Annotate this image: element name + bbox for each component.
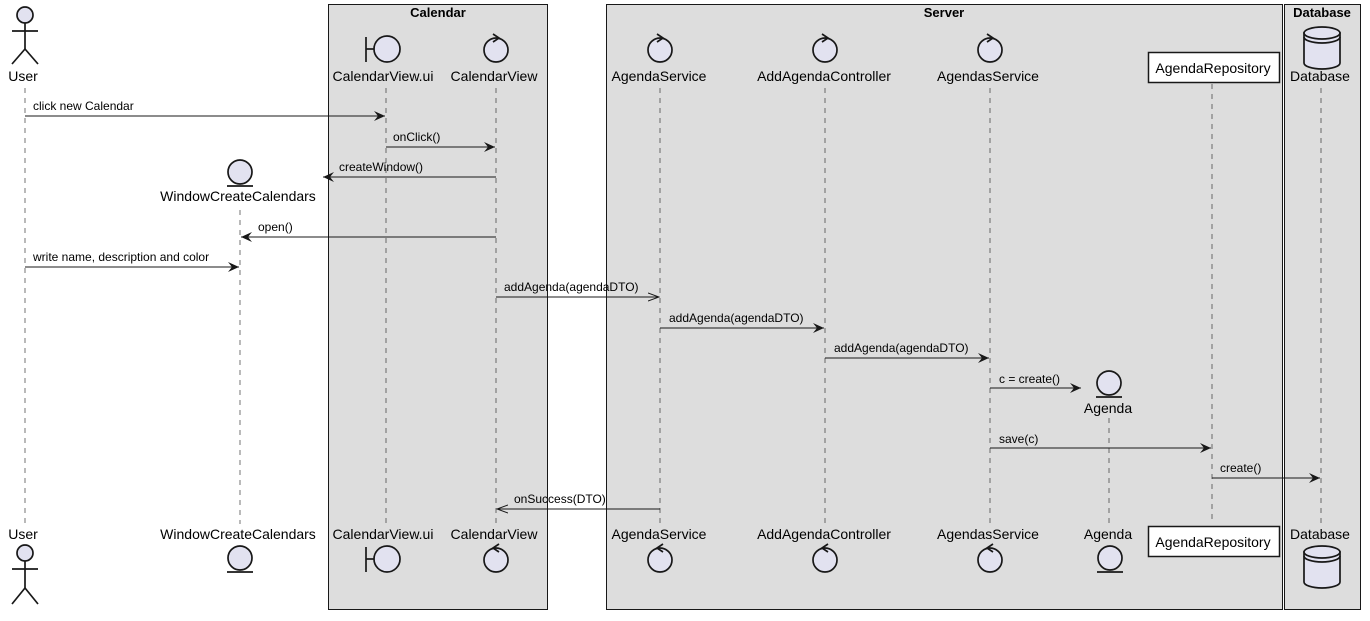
calendar-box: Calendar (328, 4, 548, 610)
control-icon (647, 33, 673, 63)
message-add-agenda-async: addAgenda(agendaDTO) (496, 280, 659, 297)
message-open: open() (241, 220, 496, 242)
message-on-click: onClick() (386, 130, 495, 152)
svg-text:save(c): save(c) (999, 432, 1038, 446)
window-create-calendars-label: WindowCreateCalendars (160, 188, 316, 204)
control-icon (977, 543, 1003, 573)
server-box-title: Server (924, 5, 964, 20)
agenda-label-bottom: Agenda (1084, 526, 1132, 542)
window-create-calendars-label-bottom: WindowCreateCalendars (160, 526, 316, 542)
control-icon (483, 33, 509, 63)
calendar-view-ui-label-bottom: CalendarView.ui (333, 526, 434, 542)
message-save: save(c) (990, 432, 1211, 453)
message-write-details: write name, description and color (25, 250, 239, 272)
agendas-service-label: AgendasService (937, 68, 1039, 84)
svg-text:addAgenda(agendaDTO): addAgenda(agendaDTO) (504, 280, 639, 294)
database-label-bottom: Database (1290, 526, 1350, 542)
svg-text:click new Calendar: click new Calendar (33, 99, 134, 113)
user-actor-icon (11, 6, 39, 65)
database-box-title: Database (1293, 5, 1351, 20)
svg-text:write name, description and co: write name, description and color (32, 250, 209, 264)
svg-text:open(): open() (258, 220, 293, 234)
control-icon (812, 33, 838, 63)
control-icon (483, 543, 509, 573)
svg-text:AgendaRepository: AgendaRepository (1155, 534, 1270, 550)
agenda-repository-label: AgendaRepository (1155, 60, 1270, 76)
calendar-view-label: CalendarView (451, 68, 539, 84)
agenda-label: Agenda (1084, 400, 1132, 416)
entity-icon (227, 159, 253, 187)
calendar-box-title: Calendar (410, 5, 466, 20)
svg-text:createWindow(): createWindow() (339, 160, 423, 174)
svg-text:onClick(): onClick() (393, 130, 440, 144)
entity-icon (1097, 545, 1123, 573)
calendar-view-label-bottom: CalendarView (451, 526, 539, 542)
database-box: Database (1284, 4, 1361, 610)
svg-text:addAgenda(agendaDTO): addAgenda(agendaDTO) (834, 341, 969, 355)
calendar-view-ui-label: CalendarView.ui (333, 68, 434, 84)
agenda-service-label: AgendaService (612, 68, 707, 84)
message-add-agenda-service: addAgenda(agendaDTO) (825, 341, 989, 363)
user-label: User (8, 68, 38, 84)
message-create-window: createWindow() (323, 160, 496, 182)
message-create-db: create() (1212, 461, 1320, 483)
svg-text:c = create(): c = create() (999, 372, 1060, 386)
database-icon (1303, 26, 1341, 70)
control-icon (812, 543, 838, 573)
database-icon (1303, 545, 1341, 589)
svg-text:create(): create() (1220, 461, 1261, 475)
server-box: Server (606, 4, 1283, 610)
user-label-bottom: User (8, 526, 38, 542)
control-icon (977, 33, 1003, 63)
entity-icon (227, 545, 253, 573)
svg-text:addAgenda(agendaDTO): addAgenda(agendaDTO) (669, 311, 804, 325)
entity-icon (1096, 370, 1122, 398)
agenda-repository-box: AgendaRepository (1147, 51, 1281, 84)
agendas-service-label-bottom: AgendasService (937, 526, 1039, 542)
svg-text:onSuccess(DTO): onSuccess(DTO) (514, 492, 606, 506)
agenda-repository-box-bottom: AgendaRepository (1147, 525, 1281, 558)
database-label: Database (1290, 68, 1350, 84)
add-agenda-controller-label-bottom: AddAgendaController (757, 526, 891, 542)
add-agenda-controller-label: AddAgendaController (757, 68, 891, 84)
user-actor-icon (11, 544, 39, 605)
boundary-icon (365, 545, 401, 573)
message-create-agenda: c = create() (990, 372, 1081, 393)
agenda-service-label-bottom: AgendaService (612, 526, 707, 542)
message-on-success-return: onSuccess(DTO) (497, 492, 660, 509)
message-click-new-calendar: click new Calendar (25, 99, 385, 121)
boundary-icon (365, 35, 401, 63)
message-add-agenda-controller: addAgenda(agendaDTO) (660, 311, 824, 333)
control-icon (647, 543, 673, 573)
